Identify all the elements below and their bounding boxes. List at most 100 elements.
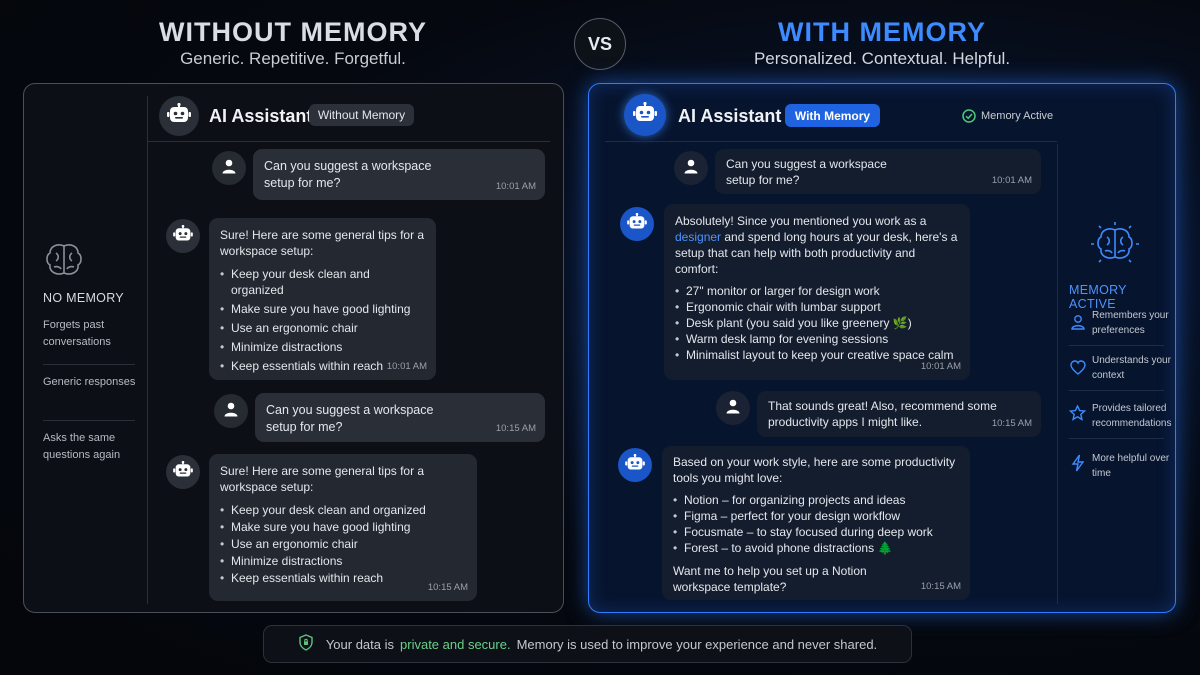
bot-avatar (166, 455, 200, 489)
sidebar-divider (1069, 390, 1164, 391)
without-memory-badge: Without Memory (309, 104, 414, 126)
message-text: Can you suggest a workspace setup for me… (266, 403, 434, 434)
sidebar-divider (43, 420, 135, 421)
sidebar-divider (1069, 438, 1164, 439)
message-time: 10:15 AM (427, 582, 468, 593)
message-text: Absolutely! Since you mentioned you work… (675, 213, 959, 277)
with-memory-badge: With Memory (785, 104, 880, 127)
message-text: Want me to help you set up a Notion work… (673, 564, 867, 594)
message-time: 10:15 AM (991, 418, 1032, 429)
privacy-notice: Your data is private and secure. Memory … (263, 625, 912, 663)
left-subheading: Generic. Repetitive. Forgetful. (180, 49, 406, 68)
with-memory-panel: AI Assistant With Memory Memory Active C… (588, 83, 1176, 613)
bolt-icon (1071, 454, 1085, 477)
bot-avatar (624, 94, 666, 136)
tip-list: Keep your desk clean and organized Make … (220, 266, 425, 374)
sidebar-separator (147, 96, 148, 604)
list-item: Minimize distractions (220, 553, 466, 569)
list-item: Desk plant (you said you like greenery 🌿… (675, 315, 959, 331)
list-item: 27" monitor or larger for design work (675, 283, 959, 299)
bot-avatar (159, 96, 199, 136)
tip-list: Keep your desk clean and organized Make … (220, 502, 466, 586)
message-time: 10:15 AM (495, 423, 536, 434)
chat-header-divider (148, 141, 550, 142)
robot-icon (173, 460, 193, 484)
sidebar-separator (1057, 144, 1058, 604)
user-message: That sounds great! Also, recommend some … (757, 391, 1041, 437)
right-heading: WITH MEMORY (778, 17, 986, 47)
list-item: Make sure you have good lighting (220, 301, 425, 317)
check-circle-icon (962, 109, 976, 128)
no-memory-item: Forgets past conversations (43, 319, 111, 348)
right-subheading: Personalized. Contextual. Helpful. (753, 49, 1011, 68)
robot-icon (167, 102, 191, 130)
memory-feature: More helpful over time (1092, 453, 1170, 479)
user-message: Can you suggest a workspace setup for me… (253, 149, 545, 200)
message-time: 10:01 AM (920, 361, 961, 372)
list-item: Keep your desk clean and organized (220, 502, 466, 518)
sidebar-divider (43, 364, 135, 365)
message-text: That sounds great! Also, recommend some … (768, 399, 997, 429)
user-icon (1070, 314, 1086, 335)
robot-icon (625, 453, 645, 477)
brain-icon (1089, 220, 1141, 275)
robot-icon (627, 212, 647, 236)
sidebar-divider (1069, 345, 1164, 346)
bot-message: Sure! Here are some general tips for a w… (209, 218, 436, 380)
message-text: Can you suggest a workspace setup for me… (264, 159, 432, 190)
privacy-text: Memory is used to improve your experienc… (516, 636, 878, 652)
memory-highlight: designer (675, 230, 722, 244)
user-icon (223, 401, 239, 422)
memory-feature: Remembers your preferences (1092, 310, 1169, 336)
chat-title: AI Assistant (209, 106, 313, 126)
bot-avatar (618, 448, 652, 482)
no-memory-item: Asks the same questions again (43, 432, 121, 461)
list-item: Minimalist layout to keep your creative … (675, 347, 959, 363)
list-item: Forest – to avoid phone distractions 🌲 (673, 540, 959, 556)
heart-icon (1070, 360, 1086, 380)
star-icon (1068, 404, 1087, 426)
list-item: Keep your desk clean and organized (220, 266, 425, 298)
message-text: Sure! Here are some general tips for a w… (220, 228, 425, 258)
user-icon (221, 158, 237, 179)
bot-message: Based on your work style, here are some … (662, 446, 970, 600)
vs-badge: VS (574, 18, 626, 70)
brain-icon (44, 242, 84, 283)
bot-message: Sure! Here are some general tips for a w… (209, 454, 477, 601)
bot-avatar (166, 219, 200, 253)
list-item: Use an ergonomic chair (220, 536, 466, 552)
user-avatar (716, 391, 750, 425)
without-memory-panel: NO MEMORY Forgets past conversations Gen… (23, 83, 564, 613)
chat-title: AI Assistant (678, 106, 782, 126)
memory-feature: Provides tailored recommendations (1092, 403, 1172, 429)
user-message: Can you suggest a workspace setup for me… (255, 393, 545, 442)
bot-avatar (620, 207, 654, 241)
list-item: Minimize distractions (220, 339, 425, 355)
left-heading: WITHOUT MEMORY (159, 17, 427, 47)
user-icon (725, 398, 741, 419)
message-text-part: Absolutely! Since you mentioned you work… (675, 214, 927, 228)
list-item: Use an ergonomic chair (220, 320, 425, 336)
memory-status: Memory Active (981, 110, 1054, 122)
shield-icon (298, 634, 314, 654)
user-message: Can you suggest a workspace setup for me… (715, 149, 1041, 194)
memory-feature: Understands your context (1092, 355, 1171, 381)
tip-list: Notion – for organizing projects and ide… (673, 492, 959, 556)
message-time: 10:15 AM (920, 581, 961, 592)
list-item: Figma – perfect for your design workflow (673, 508, 959, 524)
message-text-part: and spend long hours at your desk, here'… (675, 230, 958, 276)
message-time: 10:01 AM (386, 361, 427, 372)
user-avatar (212, 151, 246, 185)
no-memory-item: Generic responses (43, 376, 136, 388)
bot-message: Absolutely! Since you mentioned you work… (664, 204, 970, 380)
user-icon (683, 158, 699, 179)
message-text: Sure! Here are some general tips for a w… (220, 464, 425, 494)
robot-icon (633, 101, 657, 129)
chat-header-divider (605, 141, 1057, 142)
no-memory-title: NO MEMORY (43, 291, 124, 305)
privacy-highlight: private and secure. (400, 636, 511, 652)
list-item: Focusmate – to stay focused during deep … (673, 524, 959, 540)
list-item: Warm desk lamp for evening sessions (675, 331, 959, 347)
tip-list: 27" monitor or larger for design work Er… (675, 283, 959, 363)
message-text: Based on your work style, here are some … (673, 455, 956, 485)
